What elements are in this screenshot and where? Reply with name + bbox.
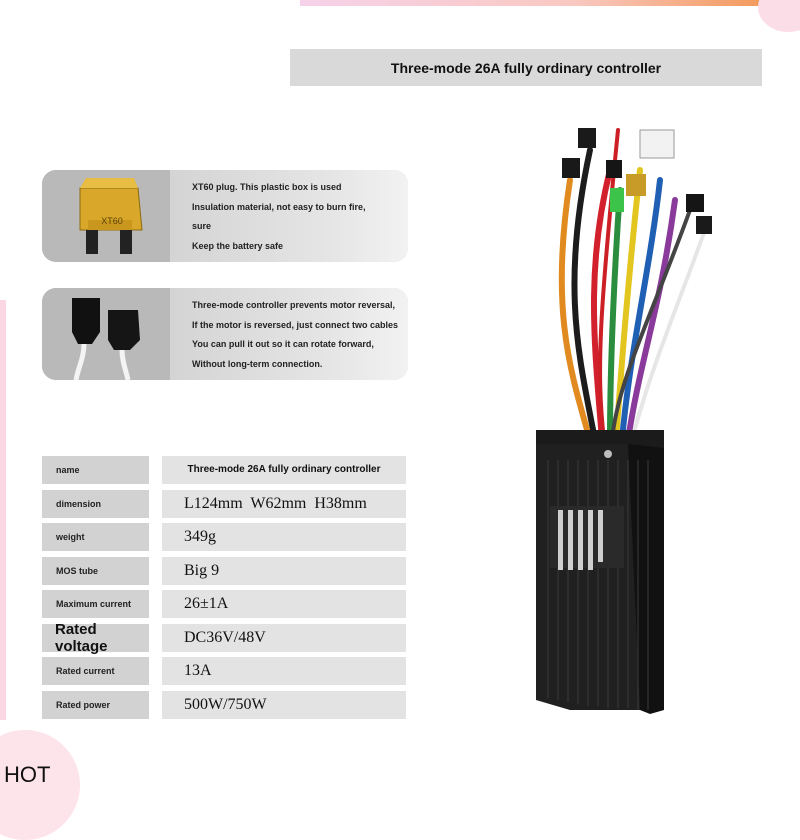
- spec-key: weight: [42, 523, 149, 551]
- feature-line: You can pull it out so it can rotate for…: [192, 339, 374, 350]
- feature-card-xt60: XT60 XT60 plug. This plastic box is used…: [42, 170, 408, 262]
- spec-table: name Three-mode 26A fully ordinary contr…: [42, 456, 406, 724]
- spec-value: DC36V/48V: [162, 623, 406, 652]
- feature-line: Without long-term connection.: [192, 358, 323, 369]
- feature-line: XT60 plug. This plastic box is used: [192, 182, 342, 193]
- feature-thumb: XT60: [42, 170, 172, 262]
- motor-connector-icon: [42, 288, 172, 380]
- spec-value: L124mm W62mm H38mm: [162, 489, 406, 518]
- spec-row-rated-current: Rated current 13A: [42, 657, 406, 685]
- corner-decor: [758, 0, 800, 32]
- top-decor-strip: [300, 0, 760, 6]
- spec-key: dimension: [42, 489, 149, 518]
- spec-value: 26±1A: [162, 590, 406, 618]
- spec-value: 500W/750W: [162, 690, 406, 719]
- spec-value: Three-mode 26A fully ordinary controller: [162, 456, 406, 484]
- feature-line: sure: [192, 221, 212, 232]
- spec-value: 13A: [162, 657, 406, 685]
- feature-text-block: Three-mode controller prevents motor rev…: [192, 296, 404, 374]
- spec-key: Rated power: [42, 690, 149, 719]
- feature-line: Insulation material, not easy to burn fi…: [192, 201, 366, 212]
- spec-row-name: name Three-mode 26A fully ordinary contr…: [42, 456, 406, 484]
- spec-value: 349g: [162, 523, 406, 551]
- controller-product-image: [536, 128, 712, 714]
- spec-key: Rated current: [42, 657, 149, 685]
- feature-line: Keep the battery safe: [192, 240, 284, 251]
- feature-line: If the motor is reversed, just connect t…: [192, 319, 399, 330]
- spec-row-rated-power: Rated power 500W/750W: [42, 690, 406, 719]
- spec-row-mos-tube: MOS tube Big 9: [42, 556, 406, 585]
- xt60-plug-icon: XT60: [42, 170, 172, 262]
- left-edge-decor: [0, 300, 6, 720]
- spec-row-weight: weight 349g: [42, 523, 406, 551]
- spec-key: Rated voltage: [42, 621, 149, 655]
- feature-thumb: [42, 288, 172, 380]
- feature-line: Three-mode controller prevents motor rev…: [192, 300, 396, 311]
- spec-key: Maximum current: [42, 590, 149, 618]
- spec-key: MOS tube: [42, 556, 149, 585]
- spec-row-rated-voltage: Rated voltage DC36V/48V: [42, 621, 406, 655]
- page-title: Three-mode 26A fully ordinary controller: [290, 49, 762, 86]
- feature-text-block: XT60 plug. This plastic box is used Insu…: [192, 178, 404, 256]
- spec-key: name: [42, 456, 149, 484]
- spec-value: Big 9: [162, 556, 406, 585]
- plug-label: XT60: [101, 216, 123, 226]
- spec-row-dimension: dimension L124mm W62mm H38mm: [42, 489, 406, 518]
- hot-badge-label: HOT: [4, 762, 51, 787]
- feature-card-motor: Three-mode controller prevents motor rev…: [42, 288, 408, 380]
- spec-row-max-current: Maximum current 26±1A: [42, 590, 406, 618]
